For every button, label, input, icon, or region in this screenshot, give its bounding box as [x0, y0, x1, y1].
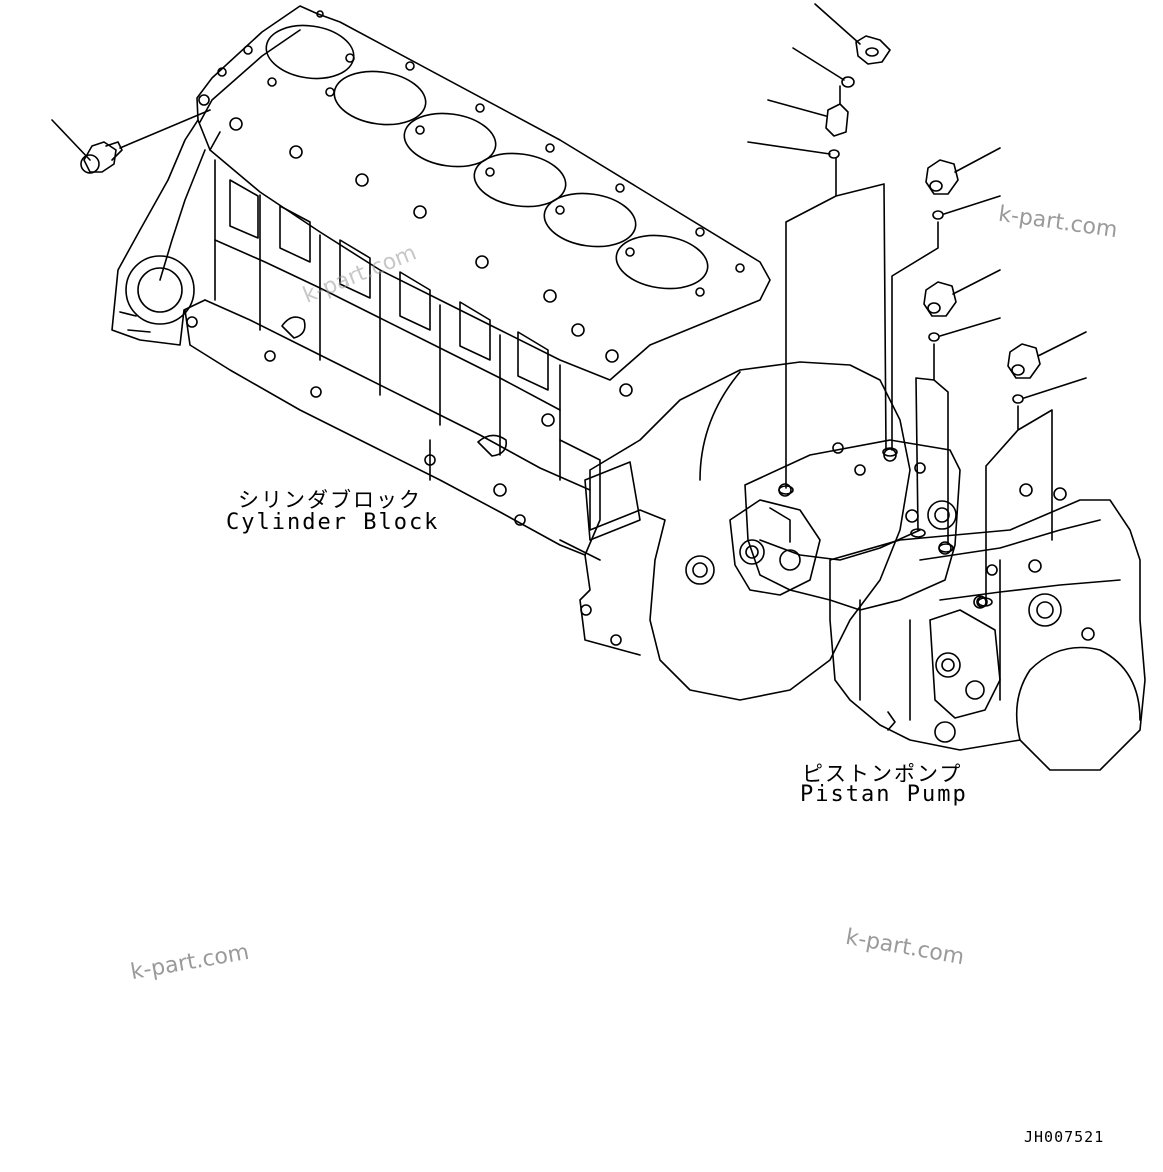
right-sensor-2-icon — [923, 281, 957, 317]
o-ring-icon — [932, 210, 944, 220]
cylinder-block-drawing — [111, 5, 771, 656]
top-sensor-icon — [855, 35, 891, 65]
left-sensor-icon — [80, 141, 123, 174]
piston-pump-drawing — [584, 361, 1146, 771]
right-sensor-3-icon — [1007, 343, 1041, 379]
o-ring-icon — [928, 332, 940, 342]
sensors-and-leaders — [51, 3, 1087, 601]
o-ring-icon — [1012, 394, 1024, 404]
cylinder-block-label-jp: シリンダブロック — [238, 488, 422, 512]
o-ring-icon — [841, 76, 855, 88]
drawing-code: JH007521 — [1024, 1128, 1105, 1146]
elbow-fitting-icon — [825, 85, 849, 137]
right-sensor-1-icon — [925, 159, 959, 195]
piston-pump-label-en: Pistan Pump — [800, 782, 968, 807]
piston-pump-label-jp: ピストンポンプ — [802, 762, 963, 786]
cylinder-block-label-en: Cylinder Block — [226, 510, 440, 535]
